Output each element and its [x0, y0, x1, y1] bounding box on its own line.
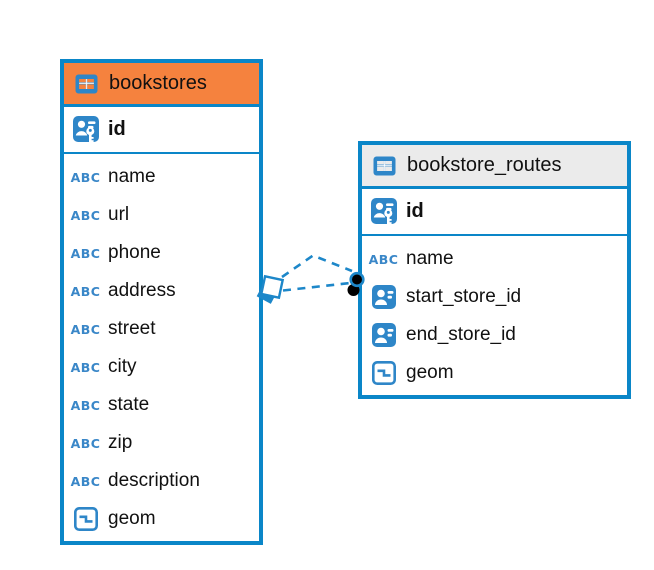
entity-table-bookstores[interactable]: bookstores id ABC name ABC url ABC phone…: [60, 59, 263, 545]
column-name: address: [108, 280, 176, 301]
primary-key-section: id: [64, 107, 259, 154]
column-row-end_store_id[interactable]: end_store_id: [362, 316, 627, 354]
column-row-zip[interactable]: ABC zip: [64, 424, 259, 462]
text-icon: ABC: [70, 473, 101, 489]
column-row-url[interactable]: ABC url: [64, 196, 259, 234]
columns-section: ABC name start_store_id end_store_id geo…: [362, 236, 627, 395]
columns-section: ABC name ABC url ABC phone ABC address A…: [64, 154, 259, 541]
relation-line-lower[interactable]: [282, 281, 351, 292]
column-row-geom[interactable]: geom: [64, 500, 259, 538]
column-row-address[interactable]: ABC address: [64, 272, 259, 310]
column-name: phone: [108, 242, 161, 263]
column-row-id[interactable]: id: [362, 189, 627, 236]
column-row-phone[interactable]: ABC phone: [64, 234, 259, 272]
column-row-city[interactable]: ABC city: [64, 348, 259, 386]
primary-key-user-icon: [370, 198, 397, 225]
table-icon: [371, 156, 398, 176]
text-icon: ABC: [70, 435, 101, 451]
column-row-start_store_id[interactable]: start_store_id: [362, 278, 627, 316]
table-icon: [73, 74, 100, 94]
table-title: bookstores: [109, 72, 207, 94]
entity-table-bookstore-routes[interactable]: bookstore_routes id ABC name start_store…: [358, 141, 631, 399]
column-name: id: [406, 200, 424, 222]
geometry-icon: [371, 361, 396, 385]
column-row-street[interactable]: ABC street: [64, 310, 259, 348]
column-row-description[interactable]: ABC description: [64, 462, 259, 500]
relation-line-upper[interactable]: [281, 254, 353, 279]
primary-key-section: id: [362, 189, 627, 236]
column-row-name[interactable]: ABC name: [362, 240, 627, 278]
text-icon: ABC: [70, 245, 101, 261]
text-icon: ABC: [70, 283, 101, 299]
column-name: start_store_id: [406, 286, 522, 307]
column-name: description: [108, 470, 200, 491]
text-icon: ABC: [70, 359, 101, 375]
column-row-id[interactable]: id: [64, 107, 259, 154]
column-name: state: [108, 394, 150, 415]
text-icon: ABC: [70, 207, 101, 223]
text-icon: ABC: [70, 397, 101, 413]
column-name: geom: [108, 508, 156, 529]
column-row-state[interactable]: ABC state: [64, 386, 259, 424]
column-name: id: [108, 118, 126, 140]
text-icon: ABC: [368, 251, 399, 267]
column-name: street: [108, 318, 156, 339]
column-name: name: [108, 166, 156, 187]
text-icon: ABC: [70, 169, 101, 185]
column-name: end_store_id: [406, 324, 516, 345]
column-name: geom: [406, 362, 454, 383]
table-header[interactable]: bookstore_routes: [362, 145, 627, 189]
text-icon: ABC: [70, 321, 101, 337]
table-header[interactable]: bookstores: [64, 63, 259, 107]
column-name: city: [108, 356, 137, 377]
column-name: url: [108, 204, 130, 225]
column-row-name[interactable]: ABC name: [64, 158, 259, 196]
foreign-key-user-icon: [371, 323, 396, 347]
table-title: bookstore_routes: [407, 154, 562, 176]
column-name: name: [406, 248, 454, 269]
foreign-key-user-icon: [371, 285, 396, 309]
column-row-geom[interactable]: geom: [362, 354, 627, 392]
column-name: zip: [108, 432, 133, 453]
primary-key-user-icon: [72, 116, 99, 143]
geometry-icon: [73, 507, 98, 531]
